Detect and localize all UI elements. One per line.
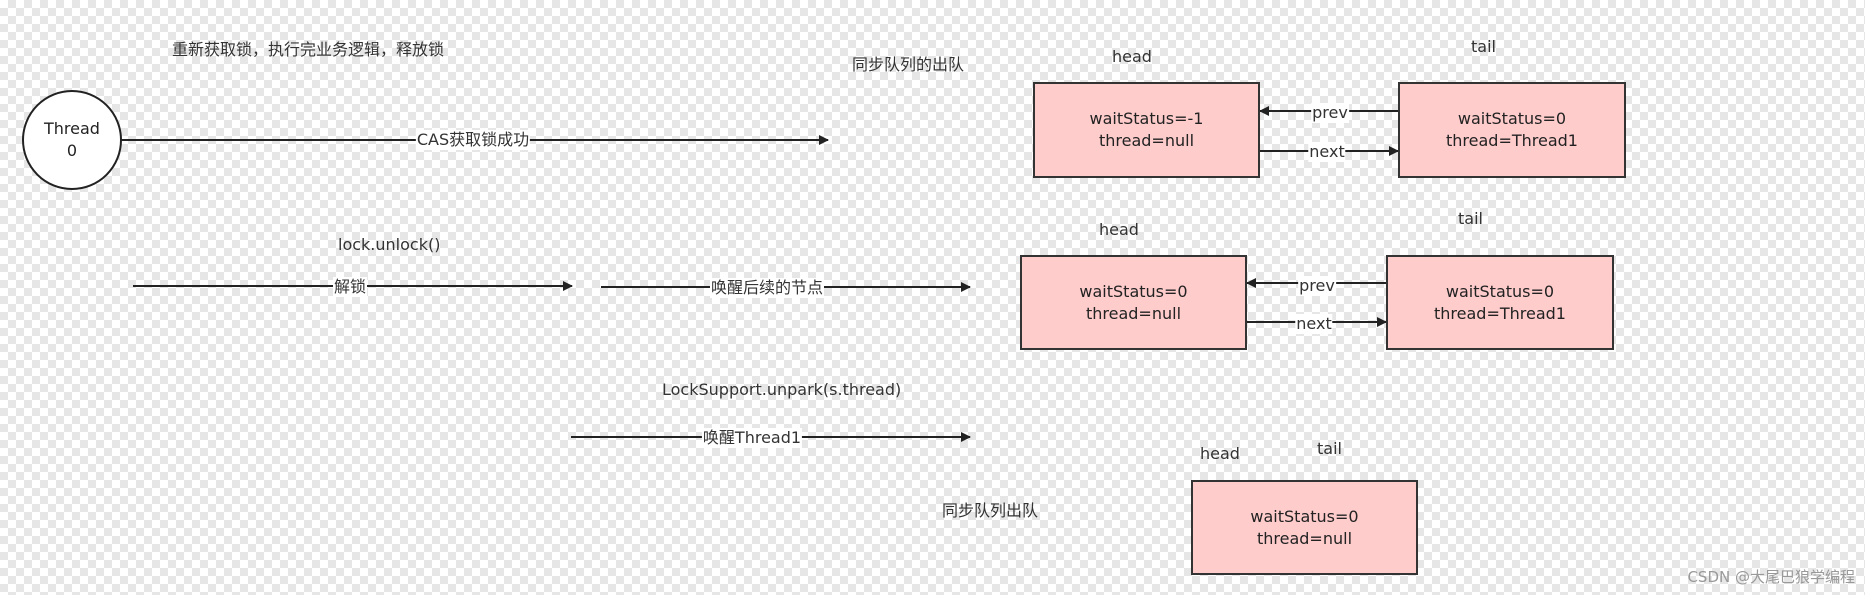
- cas-success-label: CAS获取锁成功: [415, 130, 531, 150]
- dequeue-top-label: 同步队列的出队: [852, 55, 965, 74]
- row2-head-label: head: [1099, 220, 1139, 239]
- reacquire-label: 重新获取锁，执行完业务逻辑，释放锁: [172, 40, 445, 59]
- row1-next-label: next: [1308, 142, 1346, 162]
- row2-head-node: waitStatus=0 thread=null: [1020, 255, 1247, 350]
- row3-node: waitStatus=0 thread=null: [1191, 480, 1418, 575]
- row3-head-label: head: [1200, 444, 1240, 463]
- row2-tail-status: waitStatus=0: [1445, 281, 1555, 301]
- wake-thread1-label: 唤醒Thread1: [701, 428, 803, 448]
- row1-prev-label: prev: [1311, 103, 1349, 123]
- row3-node-status: waitStatus=0: [1250, 506, 1359, 526]
- row1-head-label: head: [1112, 47, 1152, 66]
- row1-head-status: waitStatus=-1: [1089, 109, 1204, 128]
- row3-tail-label: tail: [1317, 439, 1342, 458]
- thread0-line1: Thread: [44, 119, 100, 138]
- row1-tail-node: waitStatus=0 thread=Thread1: [1398, 82, 1626, 178]
- thread0-line2: 0: [66, 141, 78, 160]
- row3-node-thread: thread=null: [1256, 528, 1353, 548]
- thread0-node: Thread 0: [22, 90, 122, 190]
- row2-tail-thread: thread=Thread1: [1434, 303, 1566, 323]
- row2-tail-label: tail: [1458, 209, 1483, 228]
- wake-successor-label: 唤醒后续的节点: [709, 278, 825, 298]
- row2-next-label: next: [1295, 314, 1333, 334]
- row1-tail-thread: thread=Thread1: [1446, 131, 1578, 150]
- locksupport-label: LockSupport.unpark(s.thread): [662, 380, 902, 399]
- watermark: CSDN @大尾巴狼学编程: [1687, 568, 1855, 586]
- row2-tail-node: waitStatus=0 thread=Thread1: [1386, 255, 1614, 350]
- unlock-label: 解锁: [332, 277, 368, 297]
- row1-head-node: waitStatus=-1 thread=null: [1033, 82, 1260, 178]
- row2-head-thread: thread=null: [1085, 303, 1182, 323]
- dequeue-bottom-label: 同步队列出队: [942, 501, 1039, 520]
- lock-unlock-label: lock.unlock(): [338, 235, 441, 254]
- row1-tail-status: waitStatus=0: [1457, 109, 1567, 128]
- row1-head-thread: thread=null: [1098, 131, 1195, 150]
- row1-tail-label: tail: [1471, 37, 1496, 56]
- row2-prev-label: prev: [1298, 276, 1336, 296]
- row2-head-status: waitStatus=0: [1079, 281, 1188, 301]
